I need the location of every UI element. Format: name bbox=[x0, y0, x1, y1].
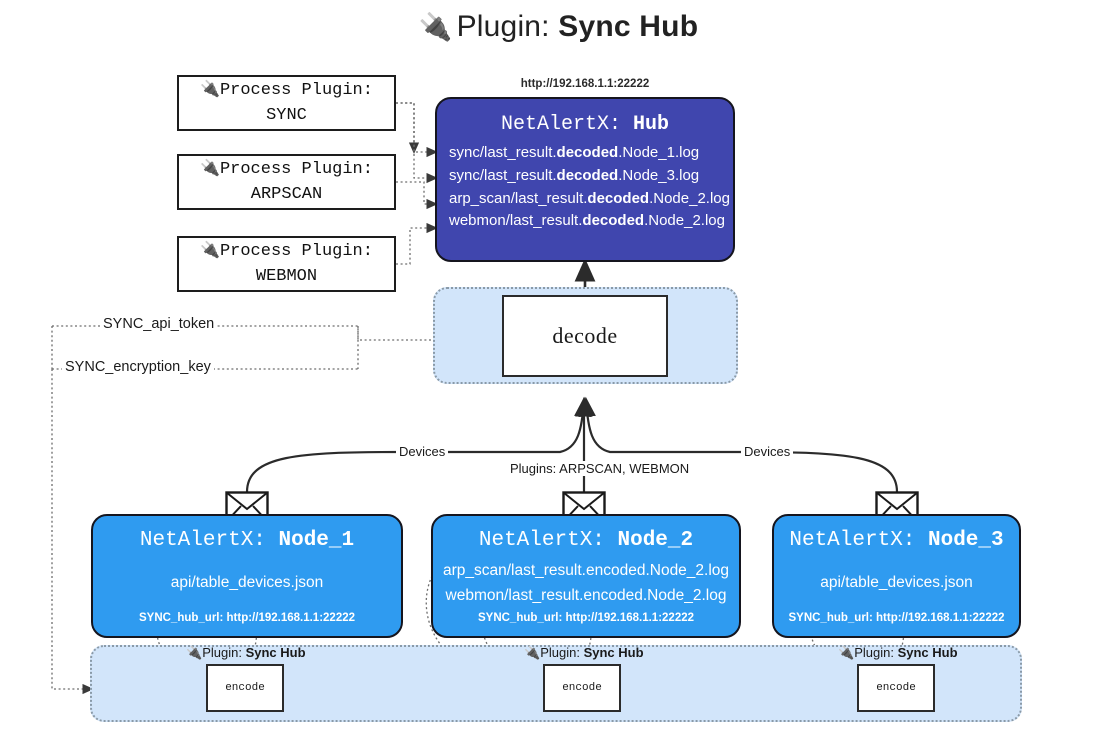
edge-label-devices-right: Devices bbox=[741, 444, 794, 459]
plug-icon: 🔌 bbox=[200, 158, 220, 178]
node-card-node-3[interactable]: NetAlertX: Node_3 api/table_devices.json… bbox=[772, 514, 1021, 638]
node-card-node-1[interactable]: NetAlertX: Node_1 api/table_devices.json… bbox=[91, 514, 403, 638]
encode-box-node-1[interactable]: encode bbox=[206, 664, 284, 712]
node-lines: arp_scan/last_result.encoded.Node_2.log … bbox=[443, 554, 729, 612]
plug-icon: 🔌 bbox=[524, 645, 541, 660]
node-hub-url: SYNC_hub_url: http://192.168.1.1:22222 bbox=[138, 612, 356, 624]
node-header: NetAlertX: Node_2 bbox=[478, 529, 694, 552]
process-plugin-sync[interactable]: 🔌Process Plugin: SYNC bbox=[177, 75, 396, 131]
secret-label-api-token: SYNC_api_token bbox=[100, 316, 218, 332]
node-card-node-2[interactable]: NetAlertX: Node_2 arp_scan/last_result.e… bbox=[431, 514, 741, 638]
page-title: 🔌Plugin: Sync Hub bbox=[0, 10, 1117, 44]
plug-icon: 🔌 bbox=[200, 79, 220, 99]
node-line: api/table_devices.json bbox=[170, 574, 324, 592]
hub-card[interactable]: NetAlertX: Hub sync/last_result.decoded.… bbox=[435, 97, 735, 262]
encoder-caption: 🔌Plugin: Sync Hub bbox=[838, 645, 958, 660]
encoder-caption: 🔌Plugin: Sync Hub bbox=[186, 645, 306, 660]
plug-icon: 🔌 bbox=[418, 12, 453, 42]
encode-box-node-2[interactable]: encode bbox=[543, 664, 621, 712]
process-plugin-label: Process Plugin: bbox=[219, 242, 373, 262]
encoder-caption: 🔌Plugin: Sync Hub bbox=[524, 645, 644, 660]
hub-url-label: http://192.168.1.1:22222 bbox=[520, 78, 650, 90]
hub-log-row: sync/last_result.decoded.Node_3.log bbox=[449, 166, 700, 184]
encode-box-node-3[interactable]: encode bbox=[857, 664, 935, 712]
hub-header-prefix: NetAlertX: bbox=[500, 113, 633, 136]
page-title-prefix: Plugin: bbox=[456, 10, 559, 43]
node-header: NetAlertX: Node_3 bbox=[789, 529, 1004, 552]
node-hub-url: SYNC_hub_url: http://192.168.1.1:22222 bbox=[477, 612, 695, 624]
secret-label-encryption-key: SYNC_encryption_key bbox=[62, 359, 214, 375]
process-plugin-arpscan[interactable]: 🔌Process Plugin: ARPSCAN bbox=[177, 154, 396, 210]
node-hub-url: SYNC_hub_url: http://192.168.1.1:22222 bbox=[788, 612, 1005, 624]
page-title-name: Sync Hub bbox=[558, 10, 699, 43]
process-plugin-webmon[interactable]: 🔌Process Plugin: WEBMON bbox=[177, 236, 396, 292]
process-plugin-name: SYNC bbox=[266, 105, 307, 125]
process-plugin-label: Process Plugin: bbox=[219, 81, 373, 101]
node-lines: api/table_devices.json bbox=[784, 554, 1009, 612]
process-plugin-name: ARPSCAN bbox=[250, 184, 323, 204]
hub-log-row: arp_scan/last_result.decoded.Node_2.log bbox=[449, 189, 730, 207]
plug-icon: 🔌 bbox=[200, 240, 220, 260]
process-plugin-label: Process Plugin: bbox=[219, 160, 373, 180]
hub-log-row: webmon/last_result.decoded.Node_2.log bbox=[449, 212, 725, 230]
hub-header-name: Hub bbox=[633, 113, 670, 136]
node-line: arp_scan/last_result.encoded.Node_2.log bbox=[442, 561, 730, 579]
node-lines: api/table_devices.json bbox=[103, 554, 391, 612]
plug-icon: 🔌 bbox=[186, 645, 203, 660]
hub-log-row: sync/last_result.decoded.Node_1.log bbox=[449, 144, 700, 161]
node-header: NetAlertX: Node_1 bbox=[139, 529, 355, 552]
plug-icon: 🔌 bbox=[838, 645, 855, 660]
process-plugin-name: WEBMON bbox=[255, 266, 318, 286]
node-line: api/table_devices.json bbox=[820, 574, 973, 592]
node-line: webmon/last_result.encoded.Node_2.log bbox=[445, 587, 727, 604]
decode-box[interactable]: decode bbox=[502, 295, 668, 377]
edge-label-devices-left: Devices bbox=[396, 444, 449, 459]
edge-label-plugins: Plugins: ARPSCAN, WEBMON bbox=[507, 461, 693, 476]
hub-header: NetAlertX: Hub bbox=[447, 113, 723, 136]
